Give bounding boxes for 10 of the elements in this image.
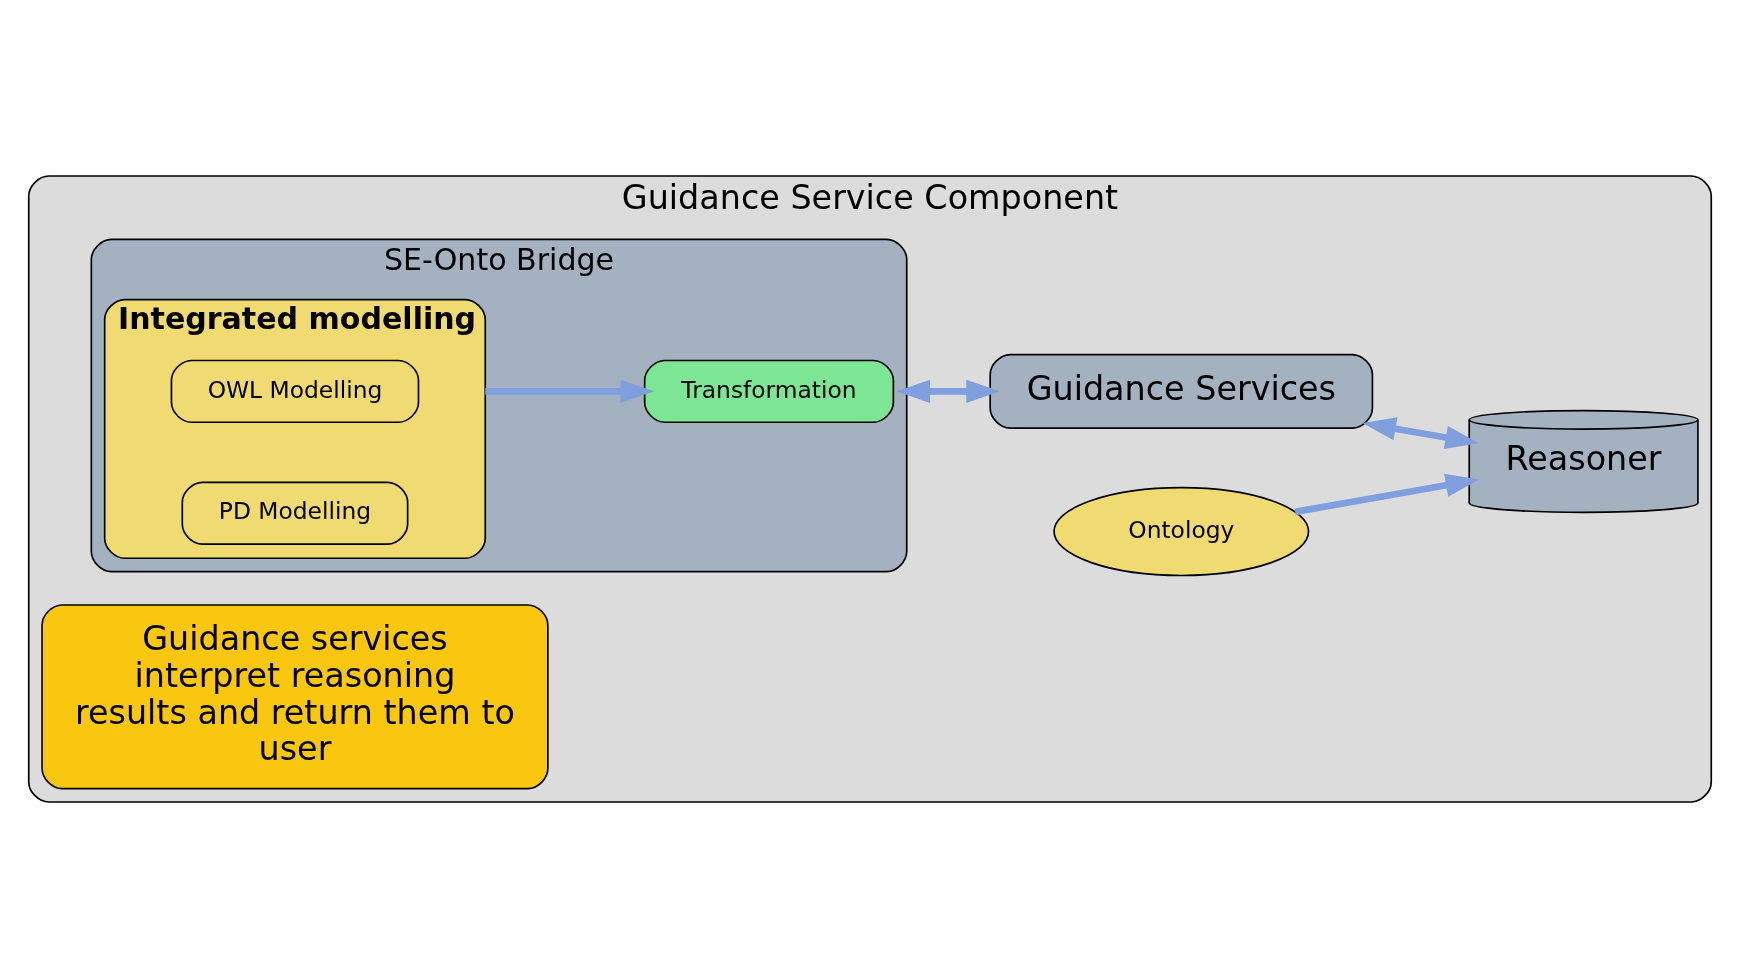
arrow — [485, 379, 654, 403]
node-box: Guidance Services — [989, 353, 1374, 429]
arrow — [896, 379, 1000, 403]
node-box: PD Modelling — [181, 481, 409, 545]
node-box: OWL Modelling — [170, 359, 420, 423]
arrow — [1294, 473, 1480, 515]
node-box: Guidance services interpret reasoning results and return them to user — [41, 603, 549, 789]
arrow — [1362, 416, 1479, 449]
node-box: Transformation — [643, 359, 895, 423]
node-ellipse: Ontology — [1053, 486, 1310, 576]
